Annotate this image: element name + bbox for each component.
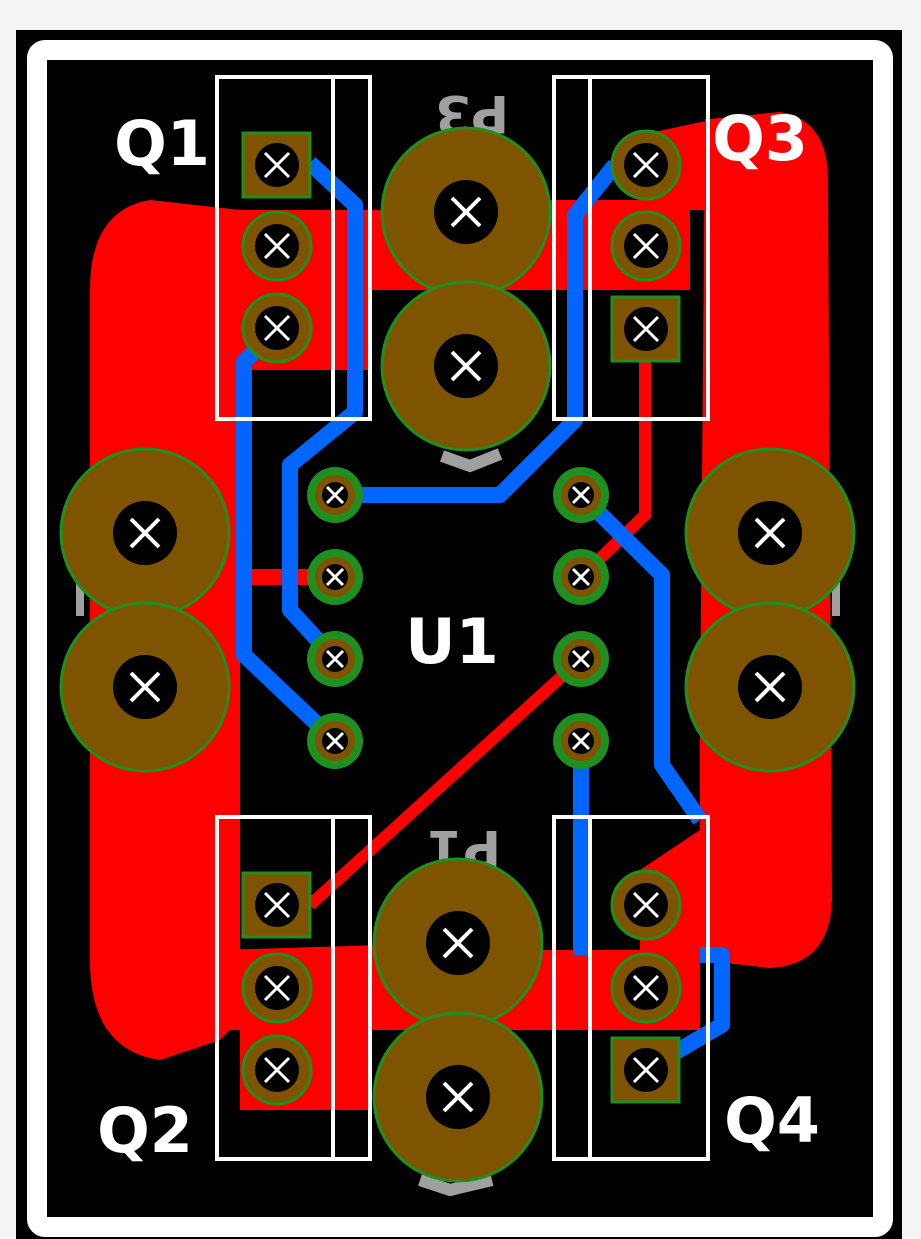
u1-pin-7 bbox=[553, 549, 609, 605]
q4-pad-1 bbox=[610, 869, 682, 941]
u1-pin-2 bbox=[307, 549, 363, 605]
label-q2: Q2 bbox=[97, 1094, 193, 1167]
u1-pin-8 bbox=[553, 467, 609, 523]
u1-pin-6 bbox=[553, 631, 609, 687]
trace-q3-gate-to-u1 bbox=[576, 330, 651, 582]
q4-pad-2 bbox=[610, 952, 682, 1024]
trace-q4-gate-loop bbox=[640, 947, 730, 1077]
q2-pad-3 bbox=[241, 1034, 313, 1106]
label-q4: Q4 bbox=[724, 1084, 820, 1157]
u1-pads bbox=[307, 467, 609, 769]
q3-pad-3 bbox=[610, 295, 681, 363]
p3-pad-2 bbox=[380, 280, 552, 452]
q1-pad-2 bbox=[241, 210, 313, 282]
q1-pad-1 bbox=[241, 131, 312, 199]
q2-outline bbox=[215, 815, 372, 1161]
q3-pad-2 bbox=[610, 210, 682, 282]
board-outline bbox=[27, 40, 893, 1237]
bottom-silk-mark-lower bbox=[418, 1174, 494, 1197]
transistor-pads bbox=[241, 129, 682, 1106]
designator-labels: Q1 Q3 Q2 Q4 U1 bbox=[97, 102, 820, 1167]
p3-pad-1 bbox=[380, 126, 552, 298]
trace-u1-to-q2-gate bbox=[305, 654, 586, 910]
trace-q1-gate-to-u1 bbox=[282, 157, 363, 665]
p1-pad-2 bbox=[372, 1011, 544, 1183]
u1-pin-5 bbox=[553, 713, 609, 769]
label-u1: U1 bbox=[405, 605, 498, 678]
bottom-silk-right-edge bbox=[832, 580, 840, 616]
q2-pad-1 bbox=[241, 871, 312, 939]
u1-pin-4 bbox=[307, 713, 363, 769]
right-pad-1 bbox=[684, 447, 856, 619]
bottom-silk-mark-upper bbox=[439, 448, 503, 473]
trace-u1-to-q4 bbox=[575, 489, 707, 825]
bottom-silk-left-edge bbox=[76, 580, 84, 616]
left-pad-2 bbox=[59, 601, 231, 773]
q1-pad-3 bbox=[241, 292, 313, 364]
q2-pad-2 bbox=[241, 952, 313, 1024]
right-pad-2 bbox=[684, 601, 856, 773]
top-silkscreen bbox=[215, 75, 710, 1161]
label-q1: Q1 bbox=[114, 107, 210, 180]
left-pad-1 bbox=[59, 447, 231, 619]
q3-pad-1 bbox=[610, 129, 682, 201]
u1-pin-1 bbox=[307, 467, 363, 523]
large-pads bbox=[59, 126, 856, 1183]
label-q3: Q3 bbox=[712, 102, 808, 175]
q3-outline bbox=[552, 75, 710, 421]
q4-pad-3 bbox=[610, 1036, 681, 1104]
p1-pad-1 bbox=[372, 857, 544, 1029]
q1-outline bbox=[215, 75, 372, 421]
q4-outline bbox=[552, 815, 710, 1161]
u1-pin-3 bbox=[307, 631, 363, 687]
